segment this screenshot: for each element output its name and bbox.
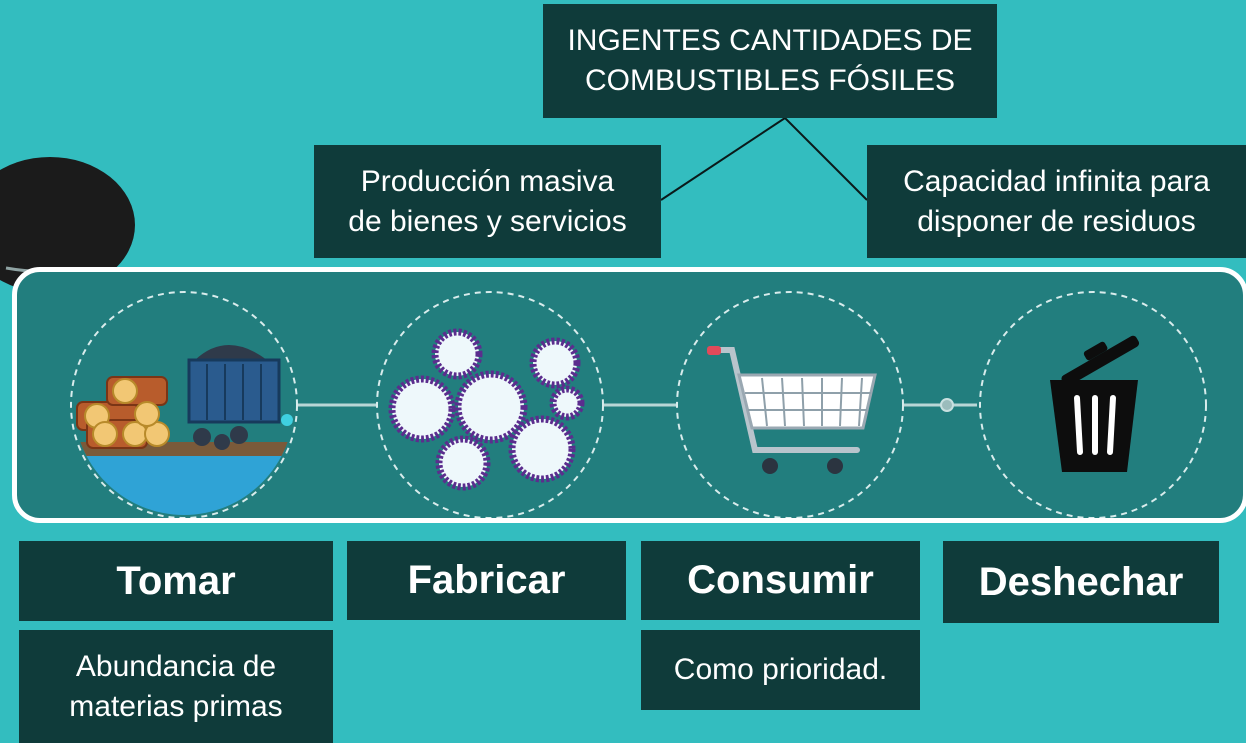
- stage-label-fabricar: Fabricar: [347, 541, 626, 620]
- description-line-1: Abundancia de: [75, 649, 277, 683]
- stage-label-tomar: Tomar: [19, 541, 333, 621]
- process-flow: [70, 291, 1207, 518]
- raw-materials-icon: [70, 291, 298, 518]
- stage-label-consumir: Consumir: [641, 541, 920, 620]
- right-node-waste-capacity: Capacidad infinita para disponer de resi…: [867, 145, 1246, 258]
- description-line-2: materias primas: [69, 689, 283, 723]
- description-consumir: Como prioridad.: [641, 630, 920, 710]
- description-line-1: Como prioridad.: [673, 653, 888, 687]
- stage-label-deshechar: Deshechar: [943, 541, 1219, 623]
- connector-right: [784, 117, 868, 201]
- shopping-cart-icon: [676, 291, 904, 518]
- flow-link-node: [940, 398, 954, 412]
- right-node-line-2: disponer de residuos: [917, 204, 1196, 238]
- stage-label-text: Fabricar: [407, 558, 566, 603]
- connector-left: [660, 117, 786, 201]
- top-node-line-2: COMBUSTIBLES FÓSILES: [584, 64, 956, 97]
- trash-can-icon: [979, 291, 1207, 518]
- left-node-line-2: de bienes y servicios: [348, 204, 627, 238]
- process-panel: [12, 267, 1246, 523]
- right-node-line-1: Capacidad infinita para: [903, 164, 1210, 198]
- stage-label-text: Deshechar: [978, 559, 1184, 604]
- top-node-fossil-fuels: INGENTES CANTIDADES DE COMBUSTIBLES FÓSI…: [543, 4, 997, 118]
- description-tomar: Abundancia de materias primas: [19, 630, 333, 743]
- stage-label-text: Tomar: [116, 558, 236, 603]
- gears-icon: [376, 291, 604, 518]
- top-node-line-1: INGENTES CANTIDADES DE: [567, 24, 973, 58]
- stage-label-text: Consumir: [687, 558, 874, 603]
- left-node-mass-production: Producción masiva de bienes y servicios: [314, 145, 661, 258]
- left-node-line-1: Producción masiva: [360, 164, 615, 198]
